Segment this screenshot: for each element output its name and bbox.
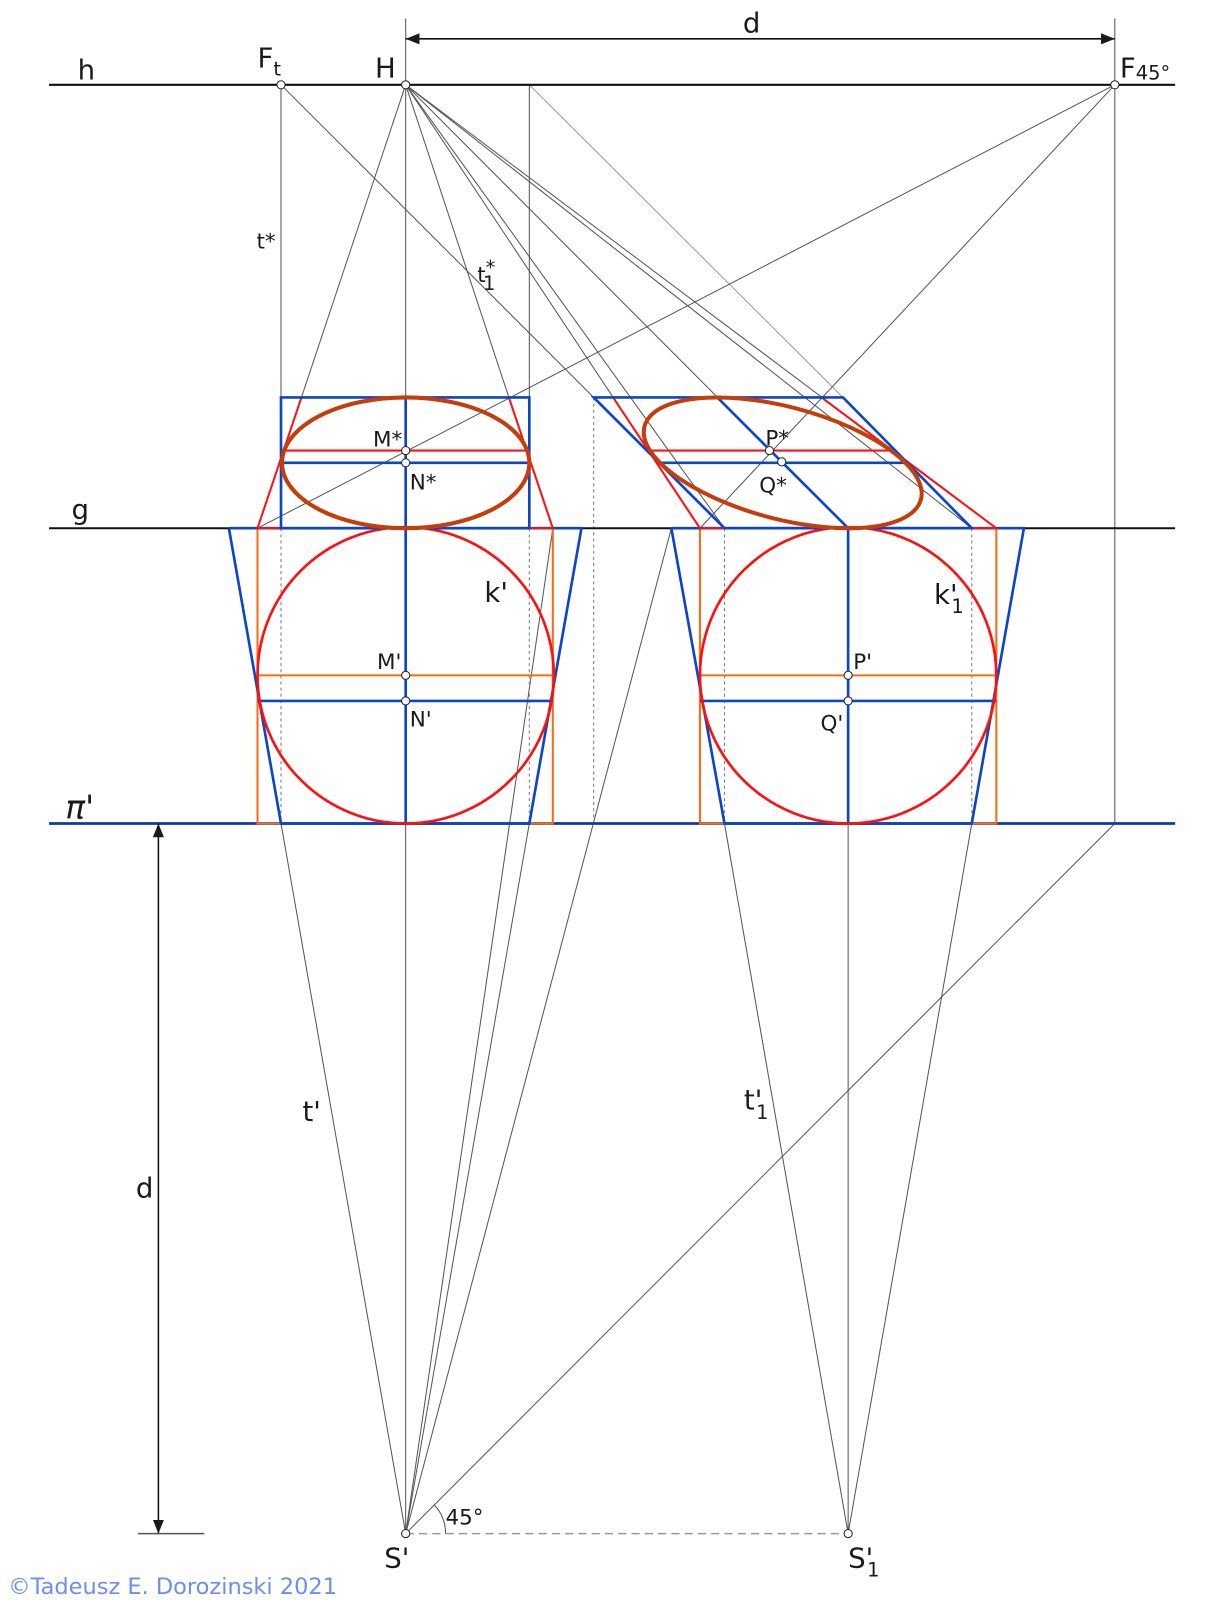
point-f45 [1110, 80, 1120, 90]
point-ft [276, 80, 286, 90]
label-q-star: Q* [759, 473, 787, 498]
t1-prime-line [723, 823, 849, 1534]
label-d-left: d [136, 1171, 154, 1204]
label-angle-45: 45° [446, 1505, 484, 1530]
point-q-star [777, 457, 787, 467]
h-ray [405, 84, 725, 529]
label-m-prime: M' [377, 650, 401, 675]
label-q-prime: Q' [821, 712, 844, 737]
label-pi-prime: π' [65, 788, 94, 826]
label-p-star: P* [765, 426, 789, 451]
label-m-star: M* [373, 427, 402, 452]
copyright-text: ©Tadeusz E. Dorozinski 2021 [8, 1574, 337, 1600]
label-s1-prime: S'1 [848, 1541, 879, 1581]
construction-lines [257, 18, 1116, 1535]
label-h-point: H [375, 52, 396, 85]
label-t1-star: t*1 [477, 256, 495, 295]
label-t-prime: t' [302, 1095, 320, 1128]
right-construction [590, 396, 1024, 825]
label-ft: Ft [258, 41, 282, 80]
perspective-ellipse-left [279, 395, 532, 531]
t-prime-line [280, 823, 407, 1534]
label-g: g [72, 493, 90, 526]
f45-ray-left [257, 84, 1116, 529]
label-d-top: d [743, 7, 761, 40]
point-m-star [401, 445, 411, 456]
perspective-ellipse-right [595, 397, 971, 528]
point-n-star [401, 458, 411, 468]
labels: h Ft H d F45° t* t*1 M* N* P* Q* g k' k'… [8, 7, 1170, 1600]
angle-arc [433, 1504, 447, 1534]
s1-ray [847, 823, 973, 1534]
left-construction [227, 395, 584, 825]
label-n-prime: N' [410, 707, 432, 732]
label-n-star: N* [410, 470, 437, 495]
s-ray [405, 528, 672, 1534]
point-n-prime [401, 696, 411, 706]
point-s-prime [401, 1528, 411, 1539]
label-f45: F45° [1120, 52, 1170, 85]
s-ray [405, 528, 554, 1534]
point-s1-prime [843, 1528, 853, 1539]
point-p-prime [843, 670, 853, 680]
h-ray [405, 84, 510, 398]
point-h [401, 80, 411, 90]
point-p-star [764, 445, 775, 456]
label-t1-prime: t'1 [744, 1084, 769, 1124]
points [276, 80, 1120, 1539]
s-ray [405, 823, 530, 1534]
label-p-prime: P' [853, 650, 872, 675]
t1-star-line [280, 84, 595, 398]
parallel-45-line [528, 84, 844, 398]
blue-parallelogram [590, 396, 975, 530]
label-t-star: t* [256, 229, 275, 254]
label-s-prime: S' [384, 1541, 409, 1574]
label-k-prime: k' [484, 576, 508, 609]
label-h: h [78, 54, 95, 87]
point-q-prime [843, 696, 853, 706]
h-ray [300, 84, 407, 398]
label-k1-prime: k'1 [934, 578, 964, 618]
red-edge [612, 396, 725, 530]
s-45-line [405, 823, 1116, 1534]
h-ray [405, 84, 973, 529]
point-m-prime [401, 670, 411, 680]
